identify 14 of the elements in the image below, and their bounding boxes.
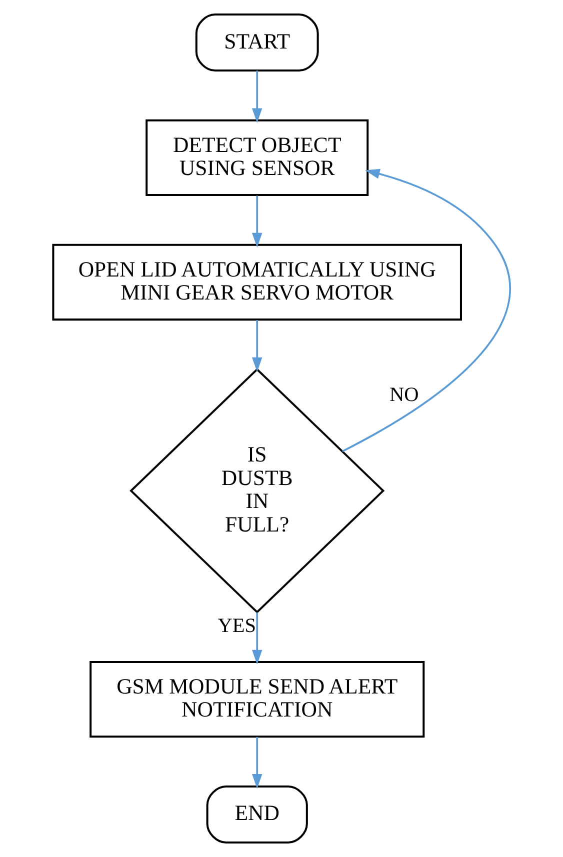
node-box: GSM MODULE SEND ALERT NOTIFICATION bbox=[89, 660, 424, 738]
node-box: END bbox=[206, 785, 308, 844]
arrow bbox=[251, 70, 262, 123]
edge-label: NO bbox=[389, 384, 418, 406]
node-diamond: IS DUSTB IN FULL? bbox=[129, 368, 384, 614]
arrow bbox=[251, 320, 262, 372]
arrow bbox=[251, 612, 262, 665]
arrow bbox=[342, 168, 510, 452]
arrow bbox=[251, 736, 262, 789]
node-box: START bbox=[194, 14, 318, 72]
edge-label: YES bbox=[217, 614, 256, 637]
node-box: DETECT OBJECT USING SENSOR bbox=[145, 119, 368, 196]
node-box: OPEN LID AUTOMATICALLY USING MINI GEAR SERVO MOTOR bbox=[52, 244, 462, 321]
arrow bbox=[251, 196, 262, 248]
